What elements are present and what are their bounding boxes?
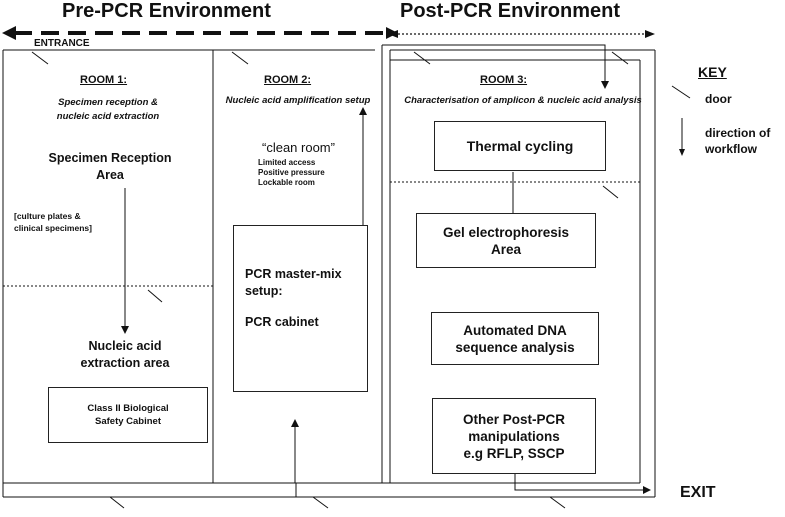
other-line2: manipulations: [468, 428, 560, 444]
room1-subtitle-line2: nucleic acid extraction: [56, 111, 160, 122]
pcr-mastermix-box: PCR master-mix setup: PCR cabinet: [233, 225, 368, 392]
room2-subtitle: Nucleic acid amplification setup: [225, 95, 371, 106]
cabinet-line2: Safety Cabinet: [95, 416, 161, 427]
note-line1: [culture plates &: [14, 211, 81, 221]
gel-line2: Area: [490, 241, 522, 257]
extraction-line2: extraction area: [80, 356, 170, 370]
thermal-cycling-label: Thermal cycling: [466, 137, 574, 154]
seq-line1: Automated DNA: [463, 322, 567, 338]
clean-line3: Lockable room: [258, 178, 315, 187]
reception-line2: Area: [96, 168, 124, 182]
key-direction-line1: direction of: [705, 126, 771, 140]
clean-room-notes: Limited access Positive pressure Lockabl…: [258, 158, 325, 188]
other-line1: Other Post-PCR: [462, 411, 565, 427]
door-symbols: [31, 51, 691, 509]
extraction-line1: Nucleic acid: [88, 339, 162, 353]
mastermix-line2: setup:: [245, 284, 283, 298]
gel-line1: Gel electrophoresis: [442, 224, 570, 240]
clean-line2: Positive pressure: [258, 168, 325, 177]
extraction-area-label: Nucleic acid extraction area: [10, 338, 240, 372]
pre-pcr-title: Pre-PCR Environment: [62, 0, 271, 22]
pcr-cabinet-label: PCR cabinet: [245, 315, 319, 329]
thermal-cycling-box: Thermal cycling: [434, 121, 606, 171]
specimen-reception-label: Specimen Reception Area: [10, 150, 210, 184]
exit-label: EXIT: [680, 484, 716, 501]
gel-electrophoresis-box: Gel electrophoresis Area: [416, 213, 596, 268]
key-direction-label: direction of workflow: [705, 125, 770, 157]
seq-line2: sequence analysis: [455, 339, 575, 355]
entrance-label: ENTRANCE: [34, 38, 90, 49]
dna-sequence-box: Automated DNA sequence analysis: [431, 312, 599, 365]
key-direction-line2: workflow: [705, 142, 758, 156]
key-door-label: door: [705, 92, 732, 106]
room1-title: ROOM 1:: [80, 74, 128, 86]
biosafety-cabinet-box: Class II Biological Safety Cabinet: [48, 387, 208, 443]
other-post-pcr-box: Other Post-PCR manipulations e.g RFLP, S…: [432, 398, 596, 474]
post-pcr-span-arrow: [388, 30, 655, 38]
other-line3: e.g RFLP, SSCP: [463, 445, 565, 461]
mastermix-line1: PCR master-mix: [245, 267, 342, 281]
post-pcr-title: Post-PCR Environment: [400, 0, 621, 22]
room3-title: ROOM 3:: [480, 74, 528, 86]
room2-title: ROOM 2:: [264, 74, 312, 86]
specimen-note: [culture plates & clinical specimens]: [14, 210, 92, 234]
building-walls: [2, 45, 656, 498]
reception-line1: Specimen Reception: [48, 151, 172, 165]
clean-line1: Limited access: [258, 158, 316, 167]
room1-subtitle-line1: Specimen reception &: [58, 97, 158, 108]
room1-subtitle: Specimen reception & nucleic acid extrac…: [8, 96, 208, 124]
room3-subtitle: Characterisation of amplicon & nucleic a…: [404, 95, 642, 106]
clean-room-label: “clean room”: [262, 140, 335, 155]
cabinet-line1: Class II Biological: [87, 403, 169, 414]
note-line2: clinical specimens]: [14, 223, 92, 233]
key-title: KEY: [698, 64, 727, 80]
